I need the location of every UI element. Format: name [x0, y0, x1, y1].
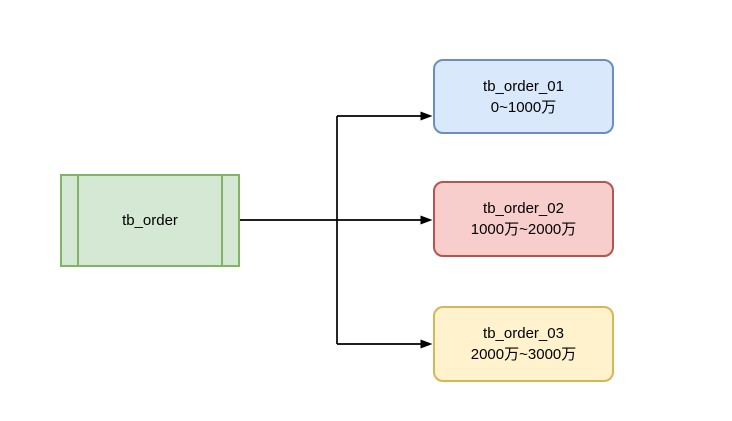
node-tb-order-01-range: 0~1000万 — [490, 98, 557, 116]
node-tb-order-01: tb_order_01 0~1000万 — [433, 59, 614, 134]
node-tb-order-label: tb_order — [122, 212, 178, 229]
node-tb-order-02-range: 1000万~2000万 — [470, 221, 577, 238]
node-tb-order-03: tb_order_03 2000万~3000万 — [433, 306, 614, 382]
node-tb-order: tb_order — [60, 174, 240, 267]
node-tb-order-01-label: tb_order_01 — [483, 77, 564, 95]
process-left-bar — [77, 176, 79, 265]
process-right-bar — [221, 176, 223, 265]
node-tb-order-02-label: tb_order_02 — [483, 200, 564, 217]
node-tb-order-03-range: 2000万~3000万 — [470, 346, 577, 363]
node-tb-order-03-label: tb_order_03 — [483, 325, 564, 342]
node-tb-order-02: tb_order_02 1000万~2000万 — [433, 181, 614, 257]
